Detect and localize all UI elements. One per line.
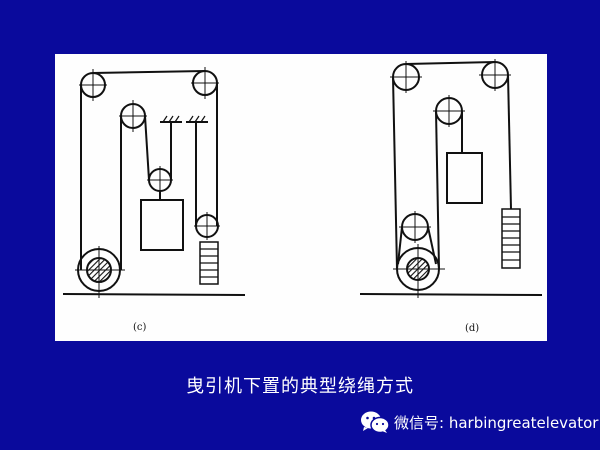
diagram-c-label: (c) (133, 322, 147, 333)
roping-diagrams: (c) (62, 59, 543, 334)
diagram-d-label: (d) (465, 323, 479, 334)
wechat-icon (361, 411, 390, 434)
diagram-c: (c) (62, 67, 246, 333)
diagram-panel: (c) (55, 54, 547, 341)
watermark-text: 微信号: harbingreatelevator (394, 413, 599, 432)
slide-caption: 曳引机下置的典型绕绳方式 (186, 376, 414, 397)
wechat-watermark: 微信号: harbingreatelevator (360, 409, 598, 435)
diagram-d: (d) (359, 59, 543, 334)
